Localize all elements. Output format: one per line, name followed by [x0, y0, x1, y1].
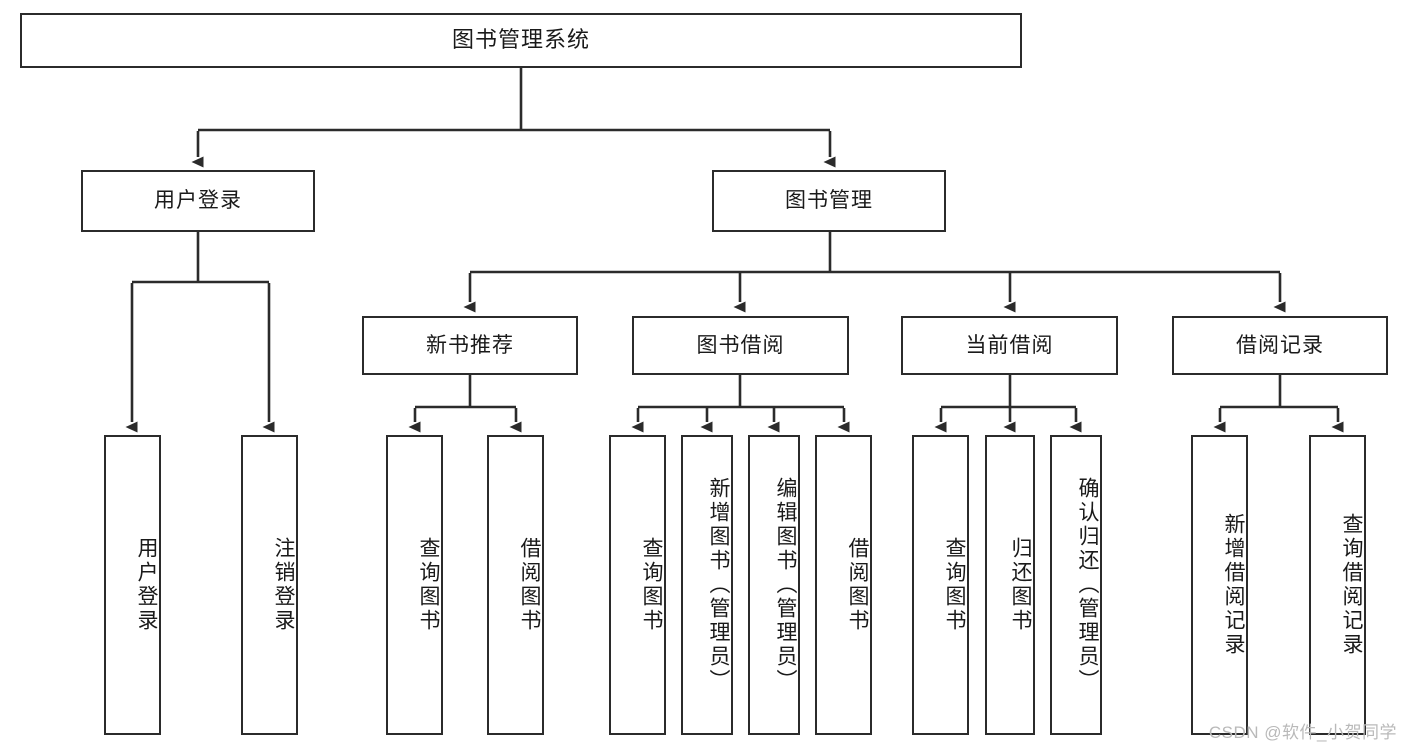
node-leaf-query-books-current[interactable]: 查询图书 [912, 435, 969, 735]
node-root-system[interactable]: 图书管理系统 [20, 13, 1022, 68]
node-leaf-query-books-borrow[interactable]: 查询图书 [609, 435, 666, 735]
node-leaf-query-books-recommend[interactable]: 查询图书 [386, 435, 443, 735]
node-leaf-borrow-books-borrow[interactable]: 借阅图书 [815, 435, 872, 735]
node-leaf-add-borrow-record[interactable]: 新增借阅记录 [1191, 435, 1248, 735]
node-leaf-confirm-return-admin[interactable]: 确认归还（管理员） [1050, 435, 1102, 735]
node-leaf-borrow-books-recommend[interactable]: 借阅图书 [487, 435, 544, 735]
node-current-borrow[interactable]: 当前借阅 [901, 316, 1118, 375]
node-new-book-recommend[interactable]: 新书推荐 [362, 316, 578, 375]
node-leaf-return-books[interactable]: 归还图书 [985, 435, 1035, 735]
node-user-login[interactable]: 用户登录 [81, 170, 315, 232]
node-leaf-edit-book-admin[interactable]: 编辑图书（管理员） [748, 435, 800, 735]
node-leaf-logout-login[interactable]: 注销登录 [241, 435, 298, 735]
node-borrow-record[interactable]: 借阅记录 [1172, 316, 1388, 375]
watermark-text: CSDN @软件_小贺同学 [1208, 723, 1397, 742]
node-leaf-query-borrow-record[interactable]: 查询借阅记录 [1309, 435, 1366, 735]
node-leaf-add-book-admin[interactable]: 新增图书（管理员） [681, 435, 733, 735]
node-book-borrow[interactable]: 图书借阅 [632, 316, 849, 375]
node-book-management[interactable]: 图书管理 [712, 170, 946, 232]
node-leaf-user-login[interactable]: 用户登录 [104, 435, 161, 735]
